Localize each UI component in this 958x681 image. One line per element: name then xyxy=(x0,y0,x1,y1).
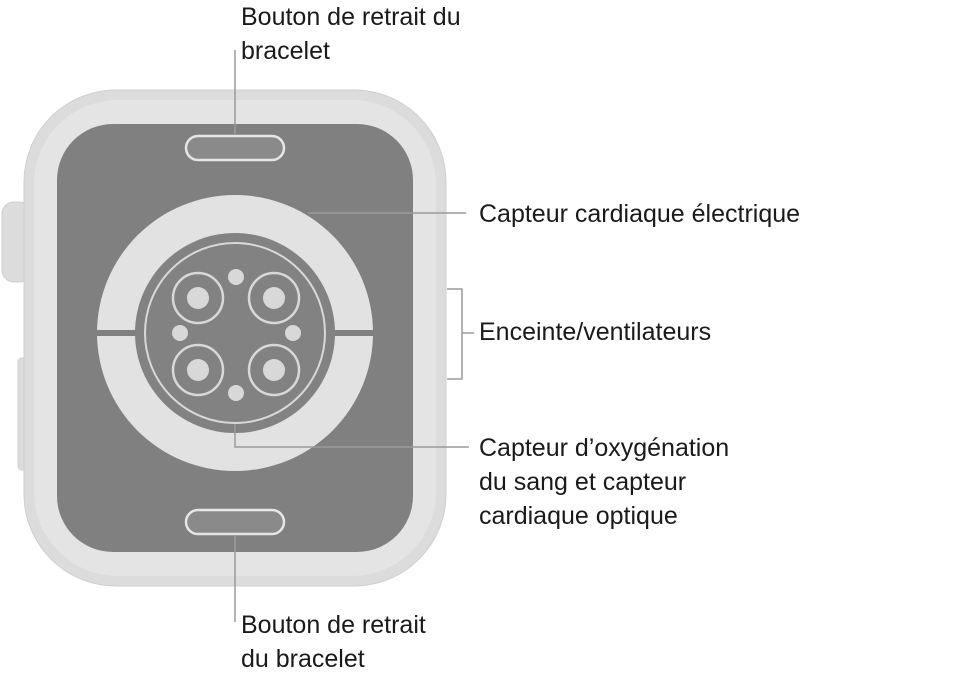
band-release-button-top xyxy=(184,134,286,162)
label-band-release-top: Bouton de retrait du bracelet xyxy=(241,0,461,68)
label-ecg-sensor-line1: Capteur cardiaque électrique xyxy=(479,200,801,228)
leader-line-optical xyxy=(234,424,469,448)
label-band-release-top-line1: Bouton de retrait du xyxy=(241,3,461,31)
label-optical-sensor-line3: cardiaque optique xyxy=(479,502,678,530)
optical-lens-top-right xyxy=(247,271,301,325)
label-optical-sensor-line1: Capteur d’oxygénation xyxy=(479,434,730,462)
led-dot-left xyxy=(172,325,188,341)
label-optical-sensor-line2: du sang et capteur xyxy=(479,468,687,496)
label-optical-sensor: Capteur d’oxygénation du sang et capteur… xyxy=(479,431,729,533)
label-speaker-vents-line1: Enceinte/ventilateurs xyxy=(479,318,712,346)
label-ecg-sensor: Capteur cardiaque électrique xyxy=(479,197,800,231)
label-band-release-bottom-line2: du bracelet xyxy=(241,645,365,673)
led-dot-right xyxy=(285,325,301,341)
led-dot-top xyxy=(228,269,244,285)
label-band-release-bottom-line1: Bouton de retrait xyxy=(241,611,426,639)
label-speaker-vents: Enceinte/ventilateurs xyxy=(479,315,711,349)
led-dot-bottom xyxy=(228,385,244,401)
sensor-window xyxy=(135,233,335,433)
band-release-button-bottom xyxy=(184,508,286,536)
label-band-release-top-line2: bracelet xyxy=(241,37,330,65)
label-band-release-bottom: Bouton de retrait du bracelet xyxy=(241,608,426,676)
optical-lens-top-left xyxy=(171,271,225,325)
sensor-window-outline xyxy=(144,242,326,424)
optical-lens-bottom-right xyxy=(247,343,301,397)
optical-lens-bottom-left xyxy=(171,343,225,397)
speaker-bracket xyxy=(447,288,463,380)
